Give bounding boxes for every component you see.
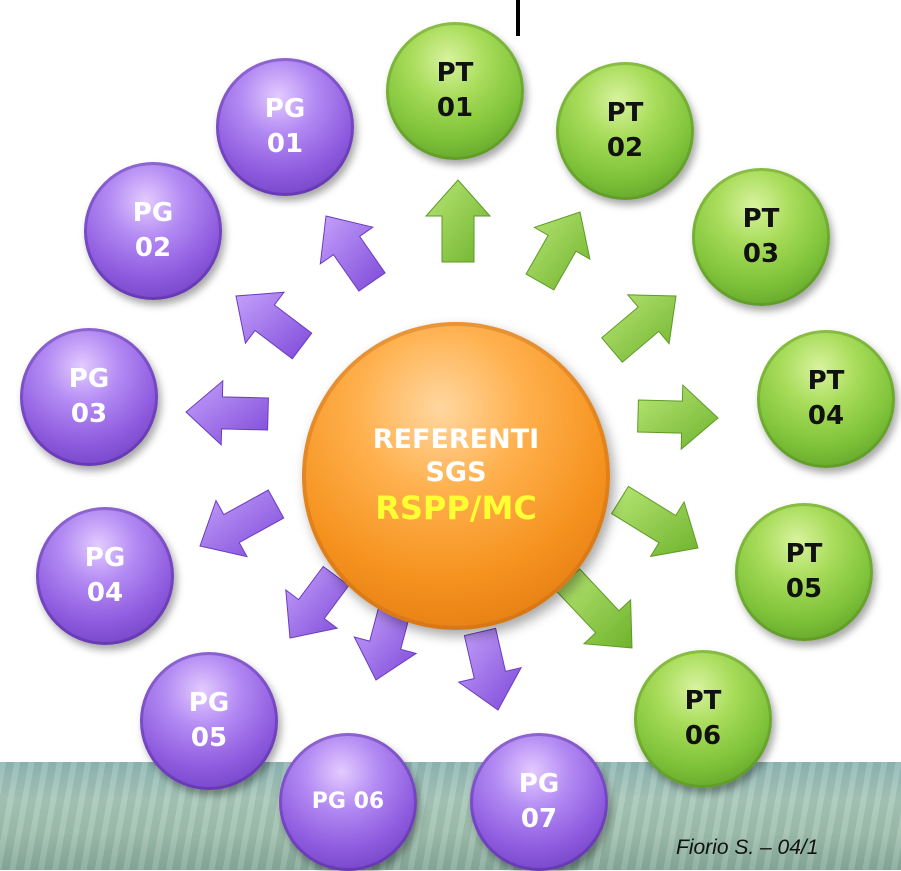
title-fragment-mark [516,0,520,36]
node-label-prefix: PG [188,687,230,718]
node-label-number: 06 [684,721,722,751]
node-pt-01: PT 01 [386,22,524,160]
node-label-prefix: PT [436,57,474,88]
node-label-number: 04 [807,401,845,431]
node-pg-03: PG 03 [20,328,158,466]
node-pg-05: PG 05 [140,652,278,790]
node-pt-06: PT 06 [634,650,772,788]
arrow-to-pg-03 [185,379,269,447]
node-pt-04: PT 04 [757,330,895,468]
arrow-to-pg-02 [235,291,313,360]
node-pt-02: PT 02 [556,62,694,200]
node-pt-05: PT 05 [735,503,873,641]
arrow-to-pg-05 [285,565,350,639]
arrow-to-pt-06 [555,568,633,649]
node-label-prefix: PT [684,685,722,716]
arrow-to-pt-05 [610,485,699,558]
node-label-prefix: PG [68,363,110,394]
node-pg-06: PG 06 [279,733,417,871]
node-label-prefix: PG [132,197,174,228]
node-pg-01: PG 01 [216,58,354,196]
node-label-number: 07 [520,804,558,834]
node-label-prefix: PG 06 [311,789,385,815]
node-pg-02: PG 02 [84,162,222,300]
arrow-to-pg-01 [319,215,386,292]
arrow-to-pt-02 [525,211,591,291]
arrow-to-pg-07 [457,627,523,711]
arrow-to-pt-04 [637,383,719,451]
node-label-prefix: PG [518,768,560,799]
node-label-number: 02 [134,233,172,263]
node-label-number: 05 [785,574,823,604]
background-photo-band [0,762,901,870]
background-texture [0,762,901,870]
arrow-to-pg-04 [199,489,285,558]
node-label-prefix: PT [807,365,845,396]
node-label-number: 01 [266,129,304,159]
node-label-number: 01 [436,93,474,123]
node-pg-04: PG 04 [36,507,174,645]
node-label-number: 03 [742,239,780,269]
node-label-number: 03 [70,399,108,429]
node-label-number: 05 [190,723,228,753]
node-label-number: 02 [606,133,644,163]
center-title: REFERENTI [372,424,540,456]
node-label-prefix: PG [84,542,126,573]
node-label-prefix: PG [264,93,306,124]
arrow-to-pt-03 [600,294,677,363]
node-label-number: 04 [86,578,124,608]
center-node: REFERENTI SGS RSPP/MC [302,322,610,630]
center-subtitle: SGS [425,456,487,488]
node-label-prefix: PT [742,203,780,234]
node-label-prefix: PT [785,538,823,569]
node-pt-03: PT 03 [692,168,830,306]
author-footer: Fiorio S. – 04/1 [676,836,819,859]
node-label-prefix: PT [606,97,644,128]
node-pg-07: PG 07 [470,733,608,871]
center-highlight: RSPP/MC [375,489,537,528]
arrow-to-pt-01 [424,179,492,263]
